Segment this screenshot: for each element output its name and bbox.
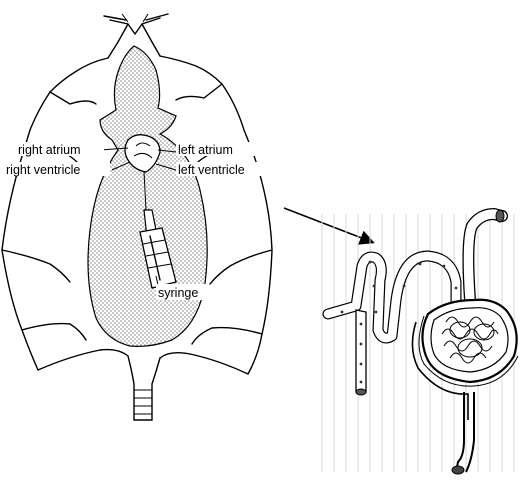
label-left-atrium: left atrium: [178, 143, 233, 157]
label-right-ventricle: right ventricle: [6, 163, 80, 177]
exposed-thoracic-abdominal-cavity: [88, 46, 207, 346]
label-syringe: syringe: [158, 286, 198, 300]
label-left-ventricle: left ventricle: [178, 163, 245, 177]
nephron-illustration: [322, 210, 518, 474]
rat-dissection-illustration: right atrium right ventricle left atrium…: [2, 14, 276, 420]
pointer-arrow: [284, 208, 372, 242]
label-right-atrium: right atrium: [18, 143, 81, 157]
